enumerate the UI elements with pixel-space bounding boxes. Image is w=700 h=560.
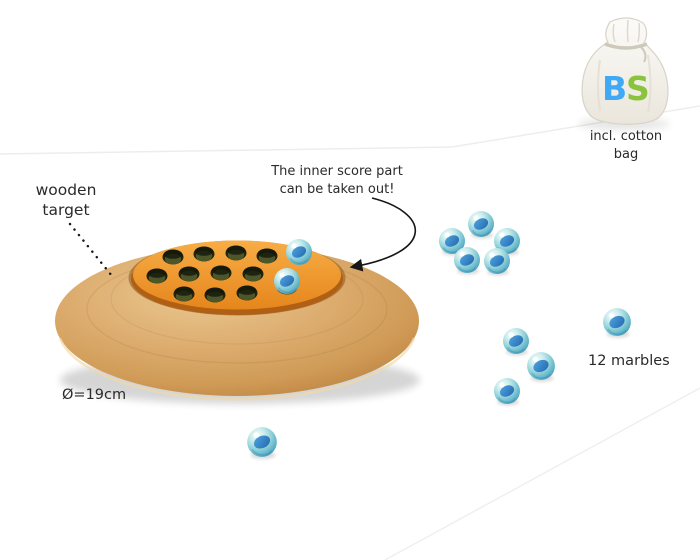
bag-logo-letter-s: S (626, 69, 650, 108)
cotton-bag: B S (578, 17, 670, 130)
score-hole (210, 265, 232, 281)
label-inner-score-line2: can be taken out! (279, 181, 395, 197)
bag-logo-letter-b: B (602, 69, 627, 108)
score-hole (193, 246, 215, 262)
score-hole (178, 266, 200, 282)
marble (467, 210, 495, 239)
label-diameter: Ø=19cm (62, 387, 127, 403)
score-insert (131, 238, 343, 315)
marble (526, 351, 556, 382)
label-inner-score-line1: The inner score part (271, 164, 403, 179)
score-hole (173, 286, 195, 302)
dotted-leader-line (68, 222, 114, 278)
score-hole (236, 285, 258, 301)
score-hole (242, 266, 264, 282)
bag-wrinkle (597, 59, 601, 112)
score-hole (162, 249, 184, 265)
scattered-marbles (246, 210, 632, 459)
score-hole (146, 268, 168, 284)
label-wooden-target: wooden target (14, 180, 118, 220)
marble (483, 247, 511, 276)
label-cotton-bag-line1: incl. cotton (589, 129, 663, 144)
label-marble-count: 12 marbles (588, 353, 670, 369)
marble (493, 377, 521, 406)
marble (502, 327, 530, 356)
marble (453, 246, 481, 275)
bag-logo: B S (602, 69, 650, 108)
annotations (68, 197, 417, 278)
label-wooden-target-line2: target (42, 201, 90, 220)
score-hole (256, 248, 278, 264)
label-cotton-bag-line2: bag (613, 146, 639, 162)
curved-arrow (349, 197, 417, 272)
label-cotton-bag: incl. cotton bag (580, 128, 672, 163)
marble-in-hole (285, 238, 313, 266)
bag-drawstring (604, 42, 648, 50)
bag-gather-folds (612, 19, 641, 43)
marble-in-hole (273, 267, 301, 295)
label-inner-score: The inner score part can be taken out! (250, 163, 424, 198)
score-hole (204, 287, 226, 303)
bag-wrinkle (647, 54, 652, 113)
marble (602, 307, 632, 338)
marble (246, 426, 278, 459)
label-wooden-target-line1: wooden (35, 181, 97, 199)
score-hole (225, 245, 247, 261)
bag-drawstring-end (640, 46, 647, 63)
